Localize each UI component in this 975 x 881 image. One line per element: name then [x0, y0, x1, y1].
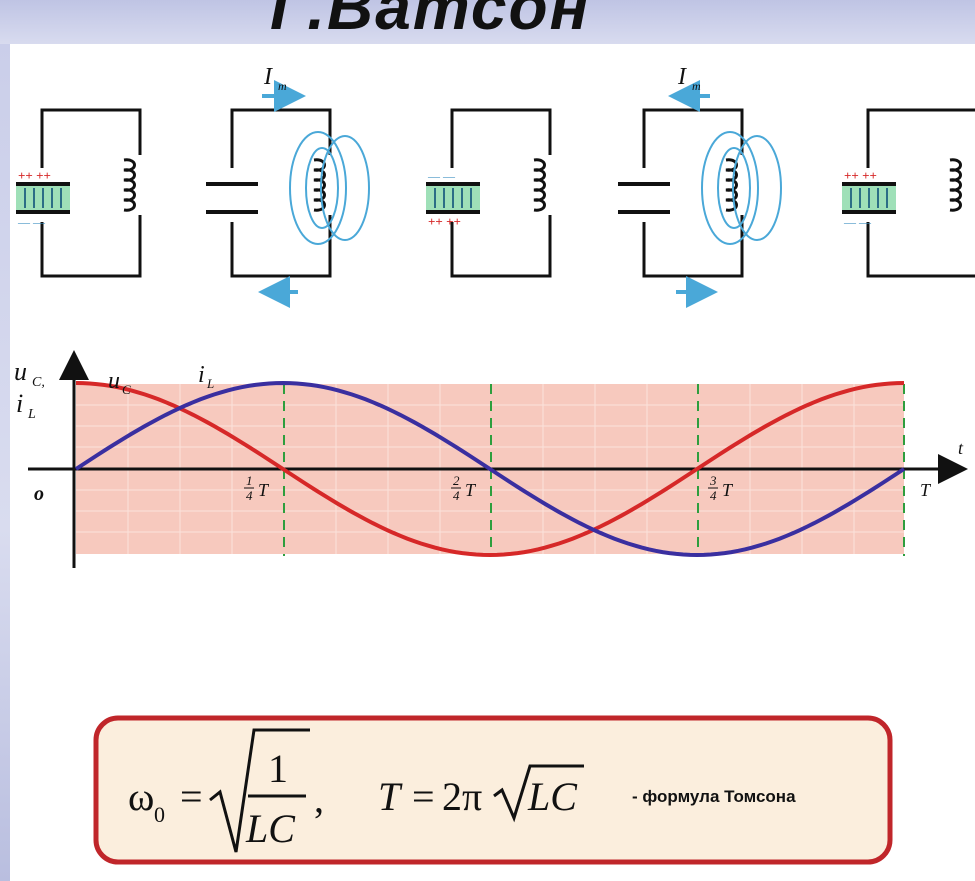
circuit-4-max-current-reversed: I m: [618, 64, 782, 308]
origin-label: o: [34, 483, 44, 505]
tick-two-quarters-T: 2 4 T: [451, 473, 477, 503]
circuit-2-max-current: I m: [206, 64, 370, 308]
magnetic-field-lines: [289, 131, 370, 245]
formula-box: [93, 715, 893, 865]
plus-signs: ++ ++: [844, 168, 877, 183]
thomson-formula-note: - формула Томсона: [632, 787, 796, 806]
current-label-im-sub: m: [278, 79, 287, 93]
fraction-numerator: 1: [268, 746, 288, 791]
y-axis-label-i: i: [16, 389, 23, 418]
two-pi: 2π: [442, 774, 482, 819]
y-axis-label-u: u: [14, 357, 27, 386]
il-curve: [74, 380, 906, 558]
plus-signs: ++ ++: [428, 214, 461, 229]
inductor-coil-icon: [532, 158, 546, 212]
uc-curve: [75, 381, 905, 558]
equals-sign-1: =: [180, 774, 203, 819]
il-series-label: i: [198, 362, 205, 388]
tick-numerator: 1: [246, 473, 253, 488]
uc-series-label: u: [108, 368, 120, 394]
y-axis-label-i-sub: L: [27, 407, 36, 422]
current-label-im-sub: m: [692, 79, 701, 93]
minus-signs: — —: [427, 169, 456, 183]
current-label-im: I: [677, 64, 687, 90]
slide-frame-top: Г.Ватсон: [0, 0, 975, 44]
tick-denominator: 4: [246, 488, 253, 503]
tick-T: T: [722, 480, 734, 500]
y-axis-label-u-sub: C,: [32, 375, 45, 390]
circuit-5-charged: ++ ++ — —: [842, 108, 975, 278]
current-label-im: I: [263, 64, 273, 90]
tick-three-quarters-T: 3 4 T: [708, 473, 734, 503]
tick-numerator: 3: [709, 473, 717, 488]
plus-signs: ++ ++: [18, 168, 51, 183]
tick-full-period-T: T: [920, 480, 932, 500]
sqrt-symbol-1: [209, 728, 310, 853]
equals-sign-2: =: [412, 774, 435, 819]
circuit-3-charged-reversed: — — ++ ++: [426, 108, 552, 278]
fraction-denominator: LC: [245, 806, 296, 851]
tick-denominator: 4: [453, 488, 460, 503]
oscillation-graph: u C, i L t o u C i L 1 4 T 2 4 T 3 4 T T: [14, 350, 968, 568]
tick-numerator: 2: [453, 473, 460, 488]
thomson-formula: ω 0 = 1 LC , T = 2π LC - формула Томсона: [128, 728, 796, 853]
comma: ,: [314, 776, 324, 821]
period-symbol: T: [378, 774, 403, 819]
il-series-label-sub: L: [206, 376, 214, 391]
tick-T: T: [258, 480, 270, 500]
inductor-coil-icon: [122, 158, 136, 212]
omega-subscript: 0: [154, 802, 165, 827]
slide-title: Г.Ватсон: [270, 0, 591, 43]
uc-series-label-sub: C: [122, 382, 131, 397]
slide-frame-left: [0, 0, 10, 881]
minus-signs: — —: [17, 215, 46, 229]
omega-symbol: ω: [128, 774, 154, 819]
tick-one-quarter-T: 1 4 T: [244, 473, 270, 503]
tick-denominator: 4: [710, 488, 717, 503]
inductor-coil-icon: [948, 158, 962, 212]
tick-T: T: [465, 480, 477, 500]
sqrt-symbol-2: [493, 764, 584, 823]
circuit-1-charged: ++ ++ — —: [16, 108, 142, 278]
minus-signs: — —: [843, 215, 872, 229]
magnetic-field-lines: [701, 131, 782, 245]
sqrt-radicand: LC: [527, 774, 578, 819]
x-axis-label: t: [958, 438, 964, 458]
